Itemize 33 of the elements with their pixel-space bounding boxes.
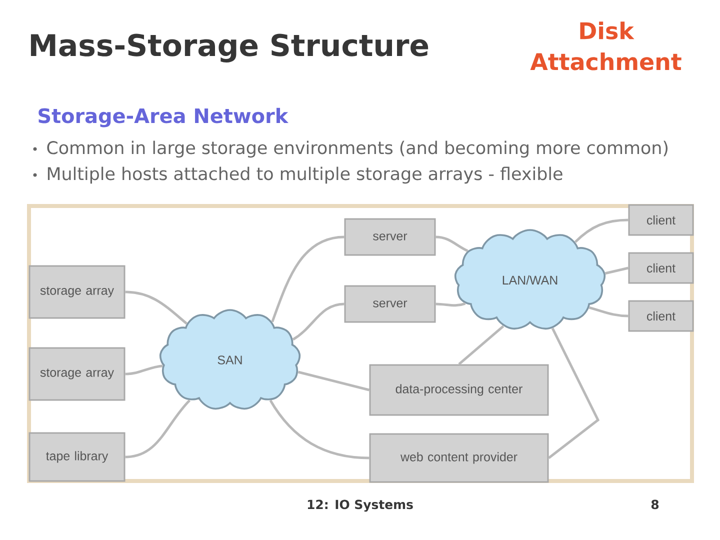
network-cloud: LAN/WAN (454, 229, 606, 330)
bullet-text: Common in large storage environments (and becoming more common) (47, 140, 668, 158)
connector-line (574, 218, 628, 243)
footer-text: 12: IO Systems (308, 500, 413, 512)
device-box: data-processing center (369, 364, 549, 416)
connector-line (125, 400, 191, 458)
connector-line (292, 302, 344, 341)
connector-line (604, 266, 629, 275)
device-box: web content provider (369, 433, 549, 483)
device-box: server (344, 218, 436, 256)
connector-line (269, 400, 370, 460)
connector-line (548, 328, 600, 459)
connector-line (436, 302, 466, 307)
device-box: storage array (28, 265, 126, 319)
connector-line (436, 236, 468, 252)
connector-line (271, 236, 344, 322)
connector-line (125, 364, 163, 376)
connector-line (588, 306, 628, 318)
device-box: server (344, 285, 436, 323)
section-tag: Disk Attachment (530, 22, 682, 70)
device-box: client (628, 252, 694, 284)
device-box: client (628, 204, 694, 236)
slide-title: Mass-Storage Structure (30, 34, 428, 62)
connector-line (298, 370, 370, 392)
connector-line (458, 325, 504, 366)
network-cloud: SAN (159, 309, 301, 410)
device-box: client (628, 300, 694, 332)
device-box: storage array (28, 347, 126, 401)
connector-line (125, 290, 188, 325)
page-number: 8 (651, 500, 659, 510)
device-box: tape library (28, 432, 126, 482)
section-heading: Storage-Area Network (38, 108, 288, 128)
bullet-text: Multiple hosts attached to multiple storage arrays - flexible (48, 166, 562, 184)
